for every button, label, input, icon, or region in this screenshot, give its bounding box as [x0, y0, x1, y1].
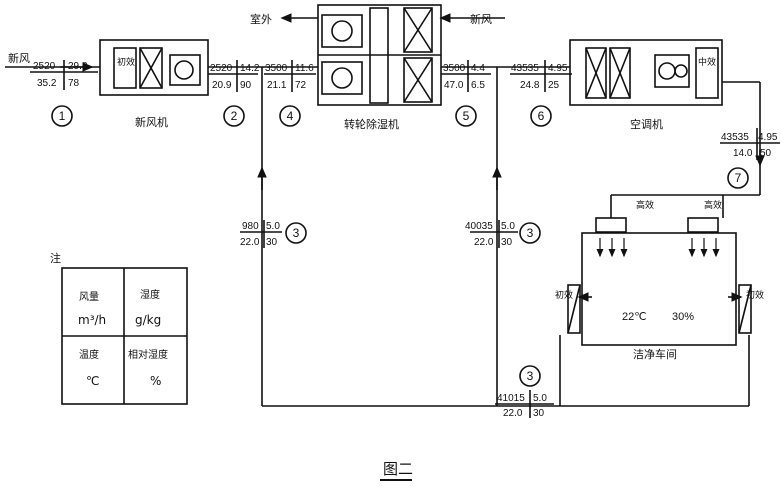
- figure-caption: 图二: [383, 460, 413, 478]
- point-4: 4: [287, 109, 294, 123]
- s1-rh: 78: [68, 78, 80, 89]
- s6-moist: 4.95: [548, 63, 568, 74]
- dehum-unit-label: 转轮除湿机: [344, 117, 399, 131]
- hepa-label-left: 高效: [636, 199, 654, 211]
- coil-ahu-1: [585, 47, 607, 99]
- fan-fresh: [169, 54, 201, 86]
- s7-flow: 43535: [721, 132, 749, 143]
- coil-dehum-top: [403, 7, 433, 53]
- legend-temp-unit: ℃: [86, 374, 99, 388]
- s5-rh: 6.5: [471, 80, 485, 91]
- s4-temp: 21.1: [267, 80, 287, 91]
- point-1: 1: [59, 109, 66, 123]
- s2-flow: 2520: [210, 63, 233, 74]
- s7-temp: 14.0: [733, 148, 753, 159]
- coil-fresh: [139, 47, 163, 89]
- desiccant-wheel: [369, 7, 389, 104]
- s3c-flow: 41015: [497, 393, 525, 404]
- s3b-temp: 22.0: [474, 237, 494, 248]
- s4-moist: 11.6: [295, 63, 314, 74]
- legend-moist-label: 湿度: [140, 288, 160, 301]
- return-filter-left-label: 初效: [555, 289, 573, 301]
- s6-temp: 24.8: [520, 80, 540, 91]
- fresh-air-unit: [99, 39, 209, 96]
- return-filter-left: [567, 284, 581, 334]
- point-2: 2: [231, 109, 238, 123]
- coil-ahu-2: [609, 47, 631, 99]
- point-3c: 3: [527, 369, 534, 383]
- fan-dehum-top: [321, 14, 363, 48]
- legend-flow-unit: m³/h: [78, 313, 106, 327]
- s3a-flow: 980: [242, 221, 259, 232]
- s5-moist: 4.4: [471, 63, 485, 74]
- s1-temp: 35.2: [37, 78, 57, 89]
- legend-temp-label: 温度: [79, 348, 99, 361]
- fresh-unit-label: 新风机: [135, 115, 168, 129]
- legend-flow-label: 风量: [79, 291, 99, 303]
- coil-dehum-bottom: [403, 57, 433, 103]
- legend-moist-unit: g/kg: [135, 313, 161, 327]
- s6-flow: 43535: [511, 63, 539, 74]
- note-label: 注: [50, 251, 61, 265]
- s3c-moist: 5.0: [533, 393, 547, 404]
- s7-moist: 4.95: [758, 132, 778, 143]
- filter-medium-label: 中效: [698, 56, 716, 68]
- s3b-flow: 40035: [465, 221, 493, 232]
- cleanroom-label: 洁净车间: [633, 347, 677, 361]
- ahu-unit: [569, 39, 723, 106]
- s2-temp: 20.9: [212, 80, 232, 91]
- fresh-air-top-label: 新风: [470, 12, 492, 26]
- room-temp: 22℃: [622, 311, 647, 323]
- return-filter-right: [738, 284, 752, 334]
- s5-temp: 47.0: [444, 80, 464, 91]
- s3a-temp: 22.0: [240, 237, 260, 248]
- primary-filter: [113, 47, 137, 89]
- return-filter-right-label: 初效: [746, 289, 764, 301]
- point-6: 6: [538, 109, 545, 123]
- fresh-air-label: 新风: [8, 51, 30, 65]
- s5-flow: 3500: [443, 63, 466, 74]
- room-rh: 30%: [672, 311, 694, 323]
- point-7: 7: [735, 171, 742, 185]
- point-3b: 3: [527, 226, 534, 240]
- fan-dehum-bottom: [321, 61, 363, 95]
- s1-flow: 2520: [33, 61, 56, 72]
- point-5: 5: [463, 109, 470, 123]
- hepa-left: [595, 217, 627, 233]
- s4-rh: 72: [295, 80, 307, 91]
- s4-flow: 3500: [265, 63, 288, 74]
- legend-rh-unit: %: [150, 374, 161, 388]
- s3b-rh: 30: [501, 237, 513, 248]
- s2-moist: 14.2: [240, 63, 260, 74]
- s3c-rh: 30: [533, 408, 545, 419]
- s3a-rh: 30: [266, 237, 278, 248]
- hepa-right: [687, 217, 719, 233]
- s1-moist: 29.8: [68, 61, 88, 72]
- point-3a: 3: [293, 226, 300, 240]
- s2-rh: 90: [240, 80, 252, 91]
- s3c-temp: 22.0: [503, 408, 523, 419]
- hepa-label-right: 高效: [704, 199, 722, 211]
- medium-filter: [695, 47, 719, 99]
- s6-rh: 25: [548, 80, 560, 91]
- s3a-moist: 5.0: [266, 221, 280, 232]
- filter-primary-label: 初效: [117, 56, 135, 68]
- legend-rh-label: 相对湿度: [128, 348, 168, 361]
- cleanroom-box: [581, 232, 737, 346]
- s3b-moist: 5.0: [501, 221, 515, 232]
- s7-rh: 50: [760, 148, 772, 159]
- outdoor-label: 室外: [250, 12, 272, 26]
- ahu-unit-label: 空调机: [630, 117, 663, 131]
- fan-ahu: [654, 54, 690, 88]
